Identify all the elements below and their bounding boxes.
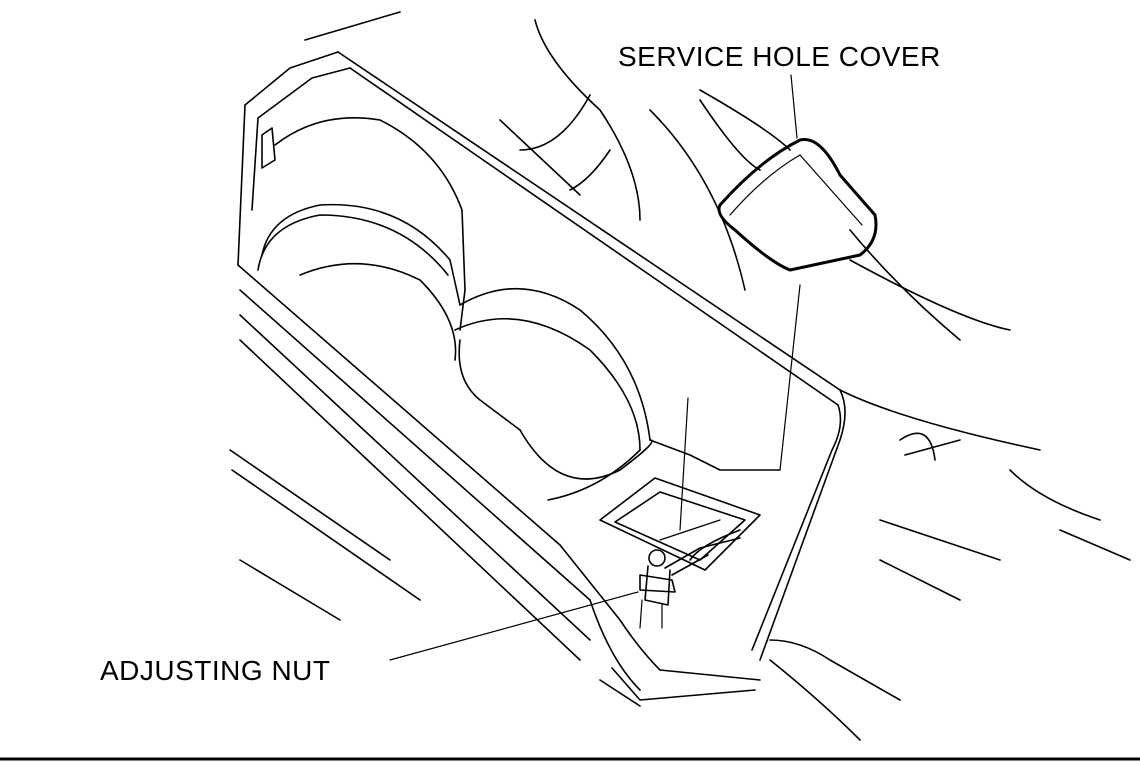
service-opening [599, 439, 781, 571]
floor-contours [499, 19, 1131, 741]
adjusting-nut-label: ADJUSTING NUT [100, 655, 331, 686]
adjusting-nut-part [639, 537, 741, 629]
guide-line [679, 397, 689, 531]
cover-install-line [779, 284, 801, 471]
cup-holders [257, 117, 653, 501]
service-hole-cover-part [717, 137, 878, 272]
nut-leader-line [389, 591, 639, 661]
cover-leader-line [790, 74, 798, 139]
console-outline [229, 11, 846, 707]
service-hole-cover-label: SERVICE HOLE COVER [618, 41, 941, 72]
leader-lines [389, 74, 801, 661]
